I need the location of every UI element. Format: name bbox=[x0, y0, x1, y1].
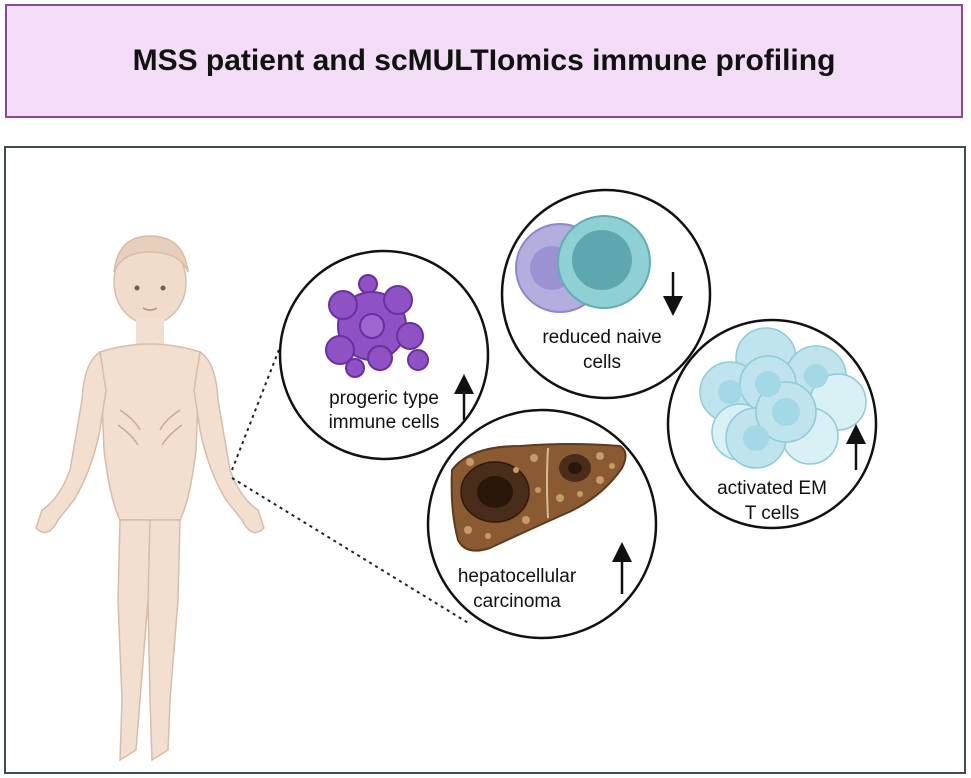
naive-cell-icon bbox=[515, 215, 651, 313]
patient-figure bbox=[35, 235, 265, 762]
figure-title: MSS patient and scMULTIomics immune prof… bbox=[132, 44, 836, 77]
naive-label-line2: cells bbox=[583, 352, 621, 373]
reduced-naive-cells-node: reduced naive cells bbox=[500, 188, 712, 400]
em-label-line2: T cells bbox=[745, 503, 800, 524]
progeric-label-line2: immune cells bbox=[329, 412, 440, 433]
hcc-label-line2: carcinoma bbox=[473, 591, 561, 612]
naive-label-line1: reduced naive bbox=[542, 327, 661, 348]
title-banner: MSS patient and scMULTIomics immune prof… bbox=[5, 4, 963, 118]
em-t-cell-cluster-icon bbox=[699, 327, 867, 469]
zoom-line-top bbox=[231, 341, 283, 471]
progeric-cell-icon bbox=[325, 274, 429, 378]
zoom-line-bottom bbox=[231, 477, 471, 625]
progeric-immune-cells-node: progeric type immune cells bbox=[278, 249, 490, 461]
hepatocellular-carcinoma-node: hepatocellular carcinoma bbox=[426, 408, 658, 640]
liver-tumor-icon bbox=[450, 443, 627, 552]
em-label-line1: activated EM bbox=[717, 478, 827, 499]
hcc-label-line1: hepatocellular bbox=[458, 566, 577, 587]
activated-em-t-cells-node: activated EM T cells bbox=[666, 318, 878, 530]
progeric-label-line1: progeric type bbox=[329, 388, 439, 409]
